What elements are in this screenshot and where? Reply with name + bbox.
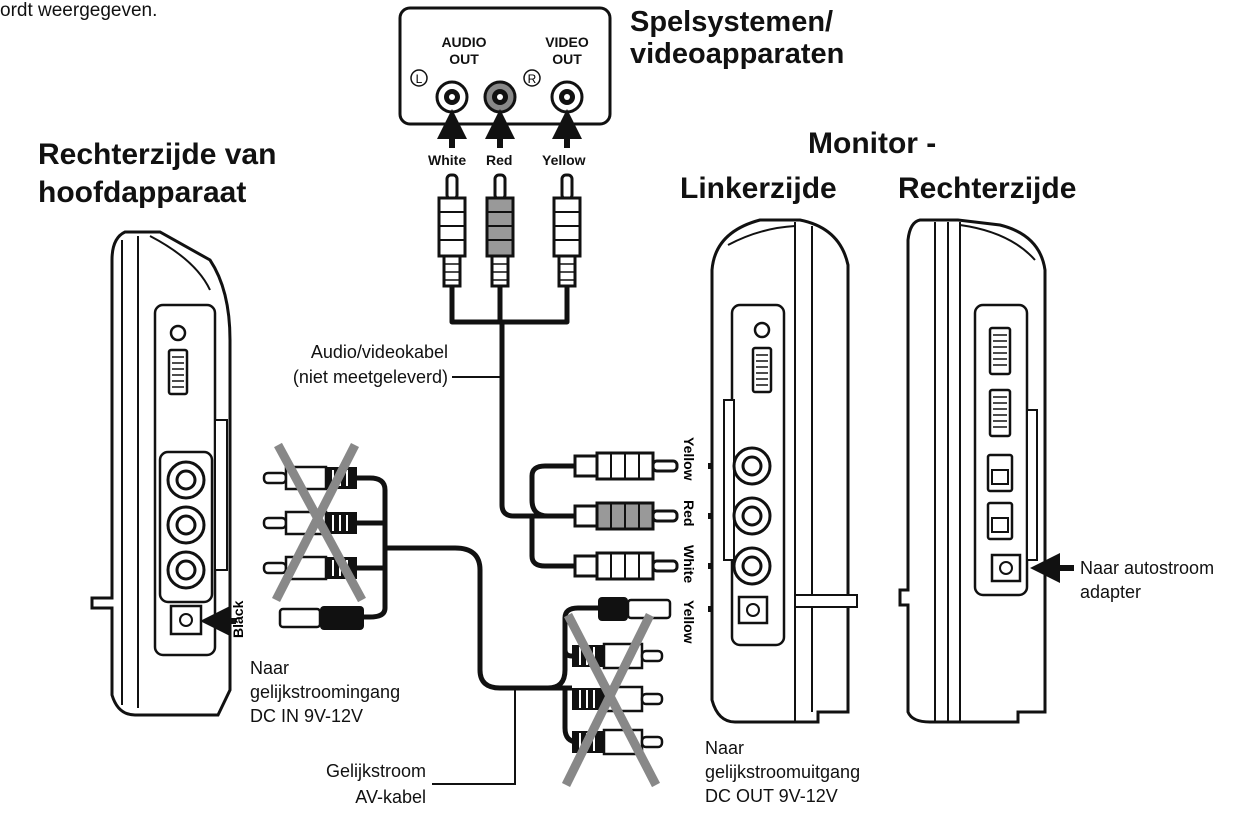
dc-in-label: Naar gelijkstroomingang DC IN 9V-12V xyxy=(250,656,400,728)
source-device-title-line1: Spelsystemen/ xyxy=(630,6,834,38)
monitor-auto-power-jack xyxy=(990,553,1022,583)
av-cable-label-line2: (niet meetgeleverd) xyxy=(292,367,448,387)
rca-plug-white xyxy=(437,173,467,288)
dc-av-cable-label-line2: AV-kabel xyxy=(355,787,426,807)
audio-left-jack xyxy=(435,80,469,114)
audio-right-jack xyxy=(483,80,517,114)
monitor-plug-red xyxy=(573,501,679,531)
video-out-jack xyxy=(550,80,584,114)
monitor-plug-yellow xyxy=(573,451,679,481)
unused-plugs-right xyxy=(561,612,664,788)
rca-plug-red xyxy=(485,173,515,288)
left-channel-marker xyxy=(410,69,428,87)
rca-plug-yellow xyxy=(552,173,582,288)
monitor-dc-out-jack xyxy=(737,595,769,625)
dc-in-label-line3: DC IN 9V-12V xyxy=(250,706,364,726)
av-cable-label-line1: Audio/videokabel xyxy=(310,342,448,362)
dc-av-cable-label: Gelijkstroom AV-kabel xyxy=(290,758,426,810)
monitor-red-jack-label: Red xyxy=(681,500,697,526)
video-out-label: VIDEO OUT xyxy=(538,34,596,68)
auto-power-label: Naar autostroom adapter xyxy=(1080,556,1214,604)
source-device-title: Spelsystemen/ videoapparaten xyxy=(630,6,844,70)
source-arrows xyxy=(437,109,582,148)
main-unit-title-line2: hoofdapparaat xyxy=(38,176,247,209)
monitor-title: Monitor - xyxy=(808,127,937,160)
video-out-label-line1: VIDEO xyxy=(545,34,589,50)
monitor-white-jack-label: White xyxy=(681,545,697,583)
dc-in-label-line2: gelijkstroomingang xyxy=(250,682,401,702)
main-unit-jacks xyxy=(166,460,206,590)
main-unit-side xyxy=(90,230,236,717)
dc-av-cable-leader xyxy=(432,688,516,785)
right-channel-marker-text: R xyxy=(528,72,537,86)
cross-out-mark xyxy=(271,442,360,603)
plug-yellow-label: Yellow xyxy=(542,152,586,168)
av-cable-label: Audio/videokabel (niet meetgeleverd) xyxy=(262,340,448,390)
monitor-av-jacks xyxy=(732,446,772,586)
monitor-yellow-jack-label: Yellow xyxy=(681,437,697,481)
dc-out-label-line3: DC OUT 9V-12V xyxy=(705,786,838,806)
main-unit-title-line1: Rechterzijde van xyxy=(38,138,277,171)
black-wire-label: Black xyxy=(230,600,246,638)
dc-plug-monitor xyxy=(598,597,672,621)
right-channel-marker xyxy=(523,69,541,87)
audio-out-label-line1: AUDIO xyxy=(441,34,487,50)
audio-out-label: AUDIO OUT xyxy=(436,34,492,68)
dc-plug-main-unit xyxy=(278,606,364,630)
cross-out-mark xyxy=(561,613,655,787)
auto-power-label-line1: Naar autostroom xyxy=(1080,558,1215,578)
plug-white-label: White xyxy=(428,152,467,168)
source-device-panel: L R xyxy=(398,6,612,126)
monitor-dc-yellow-jack-label: Yellow xyxy=(681,600,697,644)
main-unit-title: Rechterzijde van hoofdapparaat xyxy=(38,136,276,212)
auto-power-label-line2: adapter xyxy=(1080,582,1142,602)
dc-out-label-line1: Naar xyxy=(705,738,745,758)
source-device-title-line2: videoapparaten xyxy=(630,38,845,70)
monitor-right-side xyxy=(898,218,1074,724)
monitor-right-side-title: Rechterzijde xyxy=(898,172,1077,205)
plug-red-label: Red xyxy=(486,152,513,168)
dc-out-label: Naar gelijkstroomuitgang DC OUT 9V-12V xyxy=(705,736,860,808)
dc-out-label-line2: gelijkstroomuitgang xyxy=(705,762,861,782)
main-unit-dc-in-jack xyxy=(169,604,203,636)
unused-plugs-left xyxy=(262,442,366,603)
monitor-left-side xyxy=(710,218,858,724)
av-cable xyxy=(449,286,575,569)
monitor-left-side-title: Linkerzijde xyxy=(680,172,837,205)
audio-out-label-line2: OUT xyxy=(449,51,479,67)
video-out-label-line2: OUT xyxy=(552,51,582,67)
dc-in-label-line1: Naar xyxy=(250,658,290,678)
left-channel-marker-text: L xyxy=(416,72,423,86)
dc-av-cable-label-line1: Gelijkstroom xyxy=(325,761,426,781)
monitor-plug-white xyxy=(573,551,679,581)
top-text-fragment: ordt weergegeven. xyxy=(0,0,158,21)
